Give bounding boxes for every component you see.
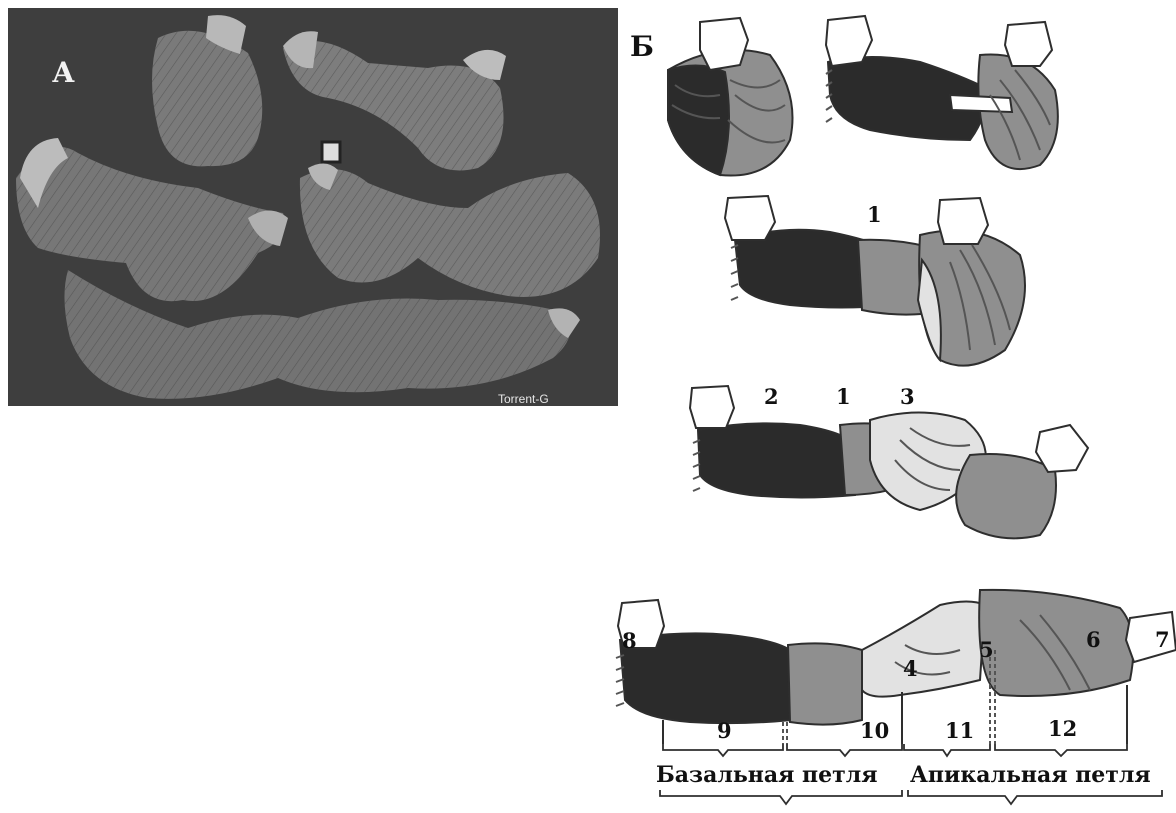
label-9: 9 — [717, 718, 732, 743]
label-8: 8 — [622, 628, 637, 653]
apical-loop-label: Апикальная петля — [910, 762, 1151, 788]
panel-a-label: А — [52, 56, 75, 89]
label-segment-1-step4: 1 — [836, 384, 851, 409]
step1-intact-heart — [668, 18, 793, 176]
label-segment-3: 3 — [900, 384, 915, 409]
step5-myocardial-band — [616, 590, 1176, 725]
label-segment-2: 2 — [764, 384, 779, 409]
photo-caption: Torrent-G — [498, 392, 549, 406]
loop-brackets — [660, 790, 1162, 804]
step4-further-unfolded — [690, 386, 1088, 538]
step2-partially-unwound — [826, 16, 1058, 169]
label-12: 12 — [1048, 716, 1077, 741]
diagram-graphic — [600, 0, 1176, 809]
photo-graphic — [8, 8, 618, 406]
label-10: 10 — [860, 718, 889, 743]
basal-loop-label: Базальная петля — [656, 762, 878, 788]
label-6: 6 — [1086, 627, 1101, 652]
label-5: 5 — [979, 637, 994, 662]
label-11: 11 — [945, 718, 974, 743]
label-4: 4 — [903, 656, 918, 681]
dissected-heart-photo — [8, 8, 618, 406]
label-segment-1-step3: 1 — [867, 202, 882, 227]
segment-brackets — [663, 744, 1127, 756]
label-7: 7 — [1155, 627, 1170, 652]
unfolding-diagram: 1 2 1 3 8 4 5 6 7 9 10 11 12 Базальная п… — [600, 0, 1176, 809]
